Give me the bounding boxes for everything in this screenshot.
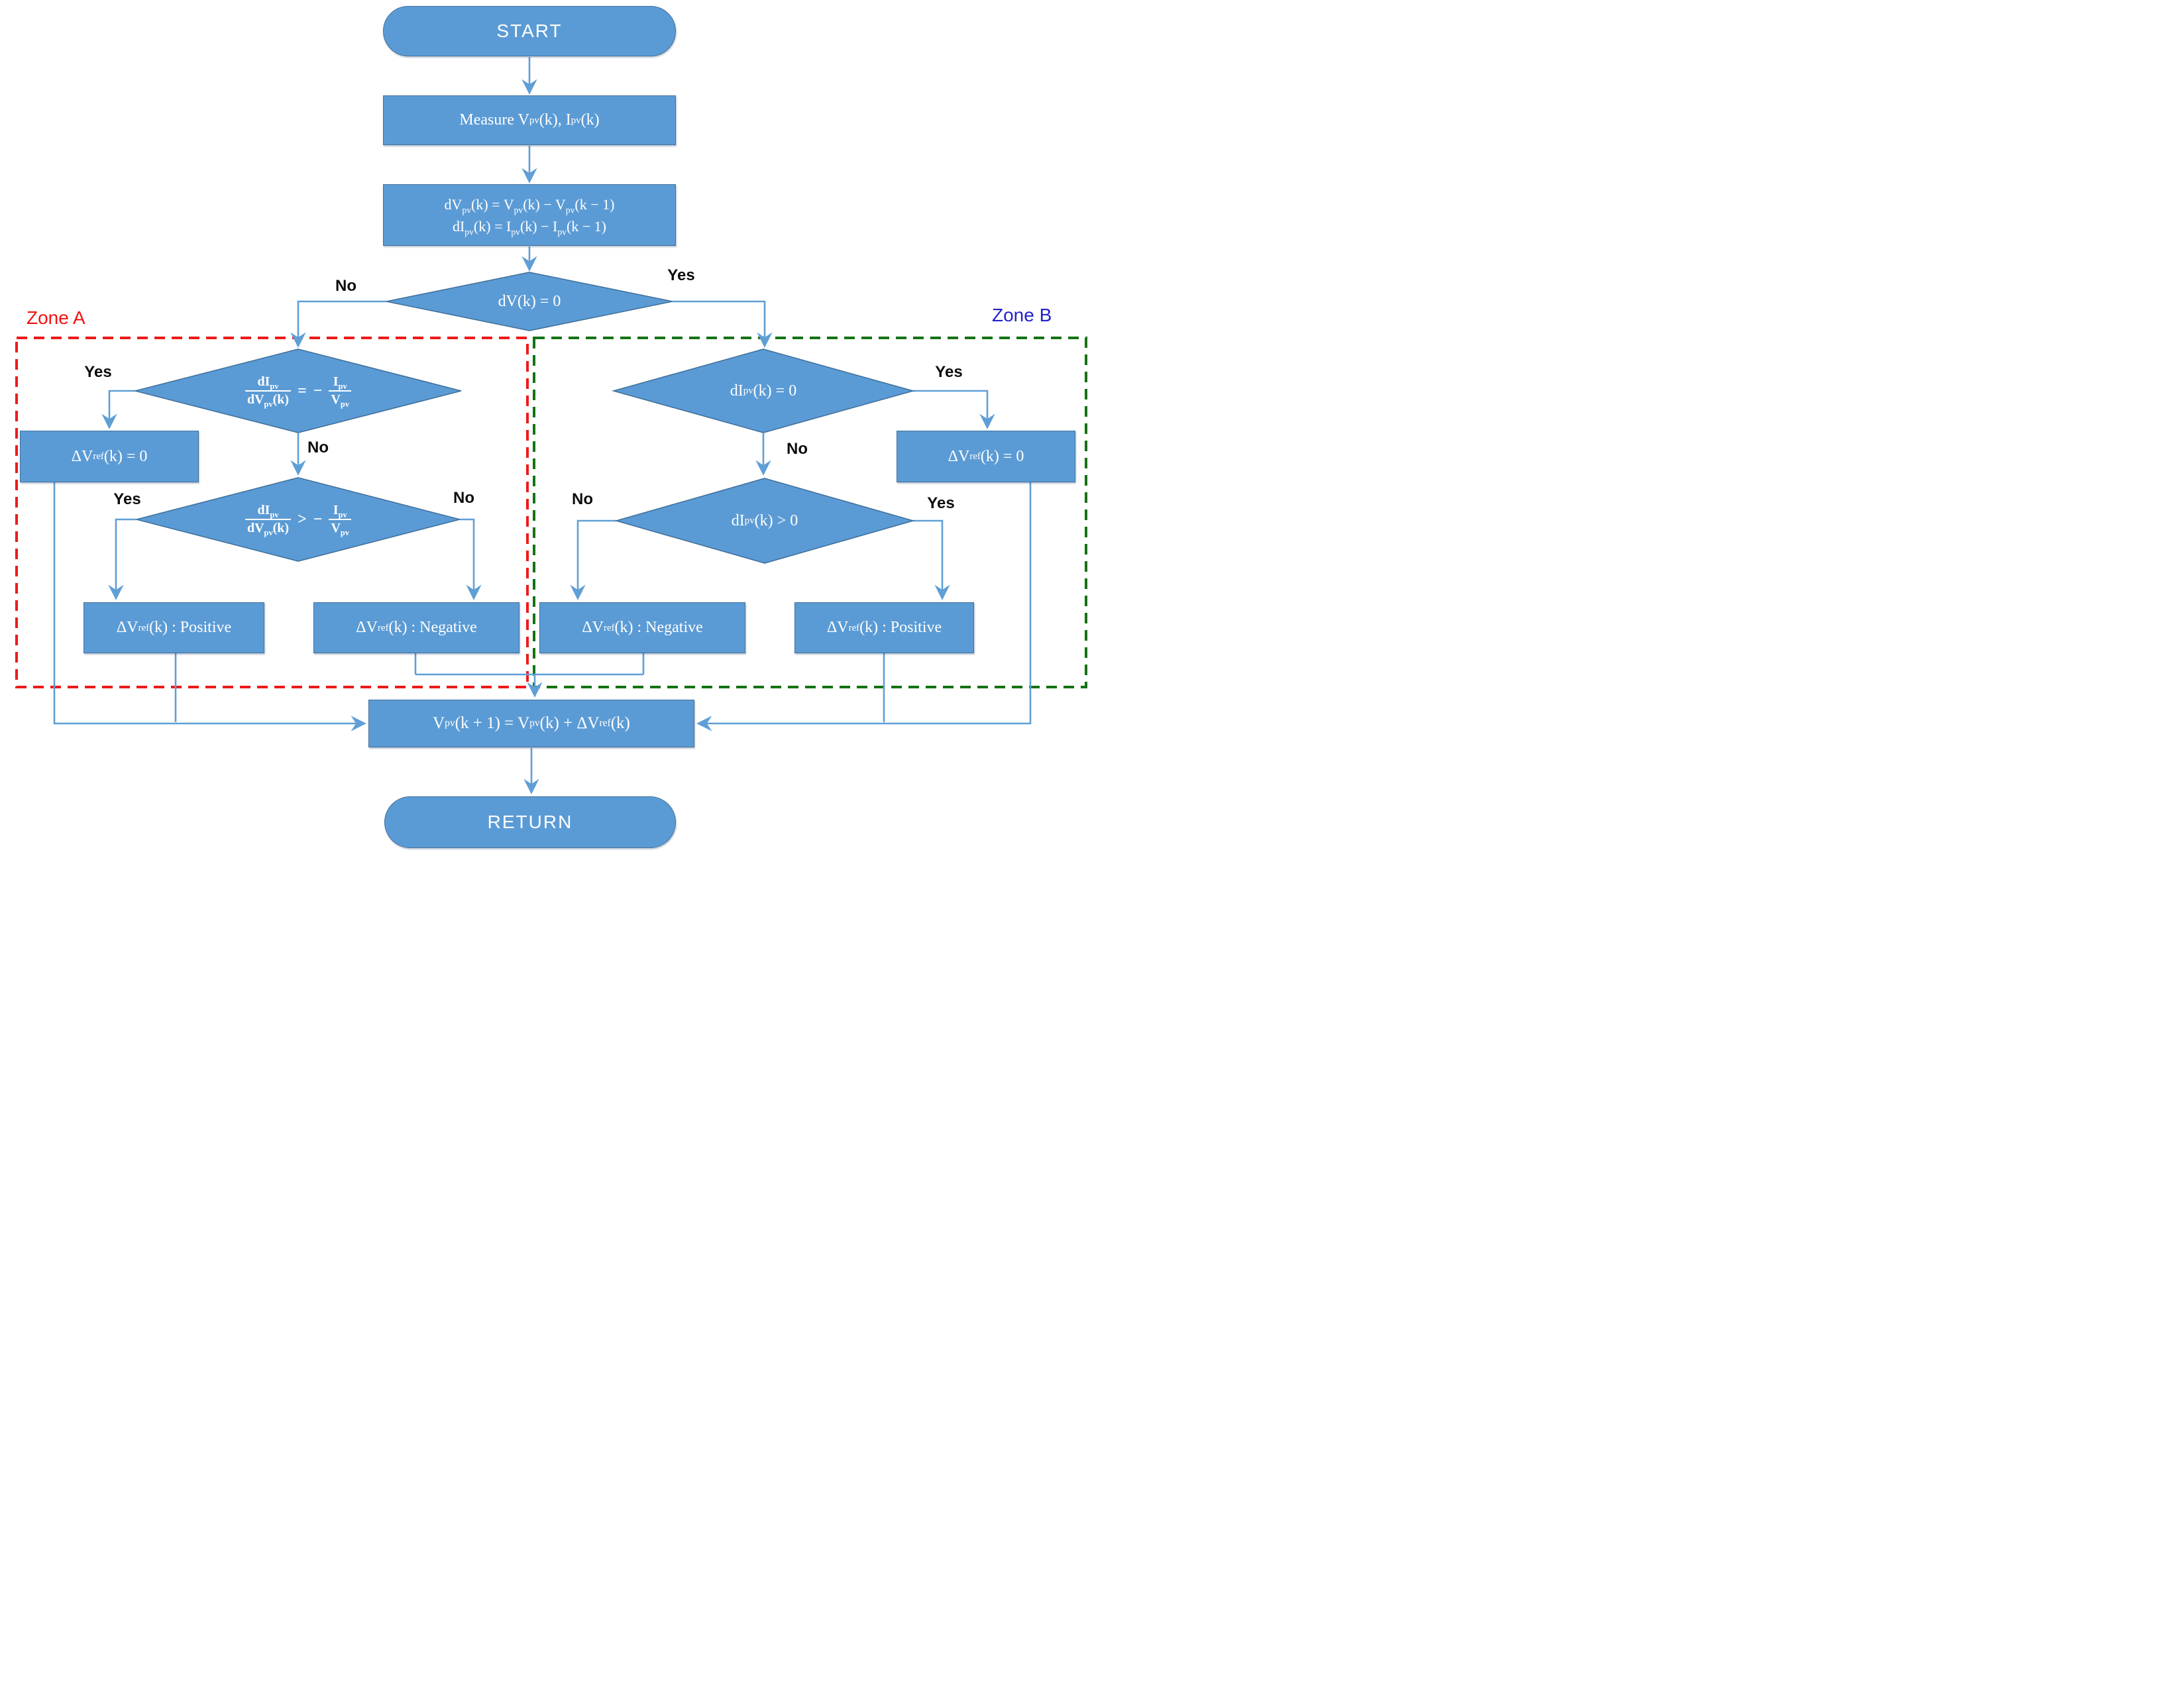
edge-label-no: No: [453, 489, 474, 507]
edge-label-no: No: [307, 439, 329, 456]
edge-zad2-no: [460, 518, 482, 600]
zone-b-label: Zone B: [992, 305, 1052, 325]
edge-zbd2-yes: [913, 519, 950, 600]
zone-b-boundary: [533, 337, 1087, 688]
decision-zb-di-greater: [614, 478, 915, 564]
edge-label-no: No: [335, 277, 356, 295]
edge-zad1-yes: [101, 390, 135, 429]
edge-label-yes: Yes: [113, 490, 141, 508]
return-terminal: RETURN: [384, 796, 676, 848]
edge-label-yes: Yes: [935, 363, 963, 381]
edge-label-yes: Yes: [667, 266, 695, 284]
decision-za-slope-greater: [136, 477, 461, 562]
edge-zazero-update: [53, 482, 366, 731]
delta-line1: dVpv(k) = Vpv(k) − Vpv(k − 1): [444, 195, 615, 215]
edge-dvzero-yes: [673, 300, 773, 348]
edge-label-no: No: [572, 490, 593, 508]
edge-zbd2-no: [570, 519, 616, 600]
edge-label-yes: Yes: [927, 494, 955, 512]
delta-box: dVpv(k) = Vpv(k) − Vpv(k − 1) dIpv(k) = …: [383, 184, 676, 246]
edge-zad2-yes: [108, 518, 136, 600]
edge-dvzero-no: [290, 300, 386, 348]
edge-zbzero-update: [696, 482, 1032, 731]
decision-dv-zero: [386, 272, 673, 331]
zone-a-label: Zone A: [27, 307, 85, 328]
decision-za-slope-equal: [135, 348, 462, 433]
edge-label-yes: Yes: [84, 363, 112, 381]
connector-layer: [15, 57, 1087, 794]
start-terminal: START: [383, 6, 676, 56]
edge-negatives-merge: [414, 653, 645, 676]
edge-label-no: No: [787, 440, 808, 458]
delta-line2: dIpv(k) = Ipv(k) − Ipv(k − 1): [452, 217, 607, 237]
edge-zbd1-yes: [913, 390, 995, 429]
decision-zb-di-zero: [612, 348, 915, 433]
